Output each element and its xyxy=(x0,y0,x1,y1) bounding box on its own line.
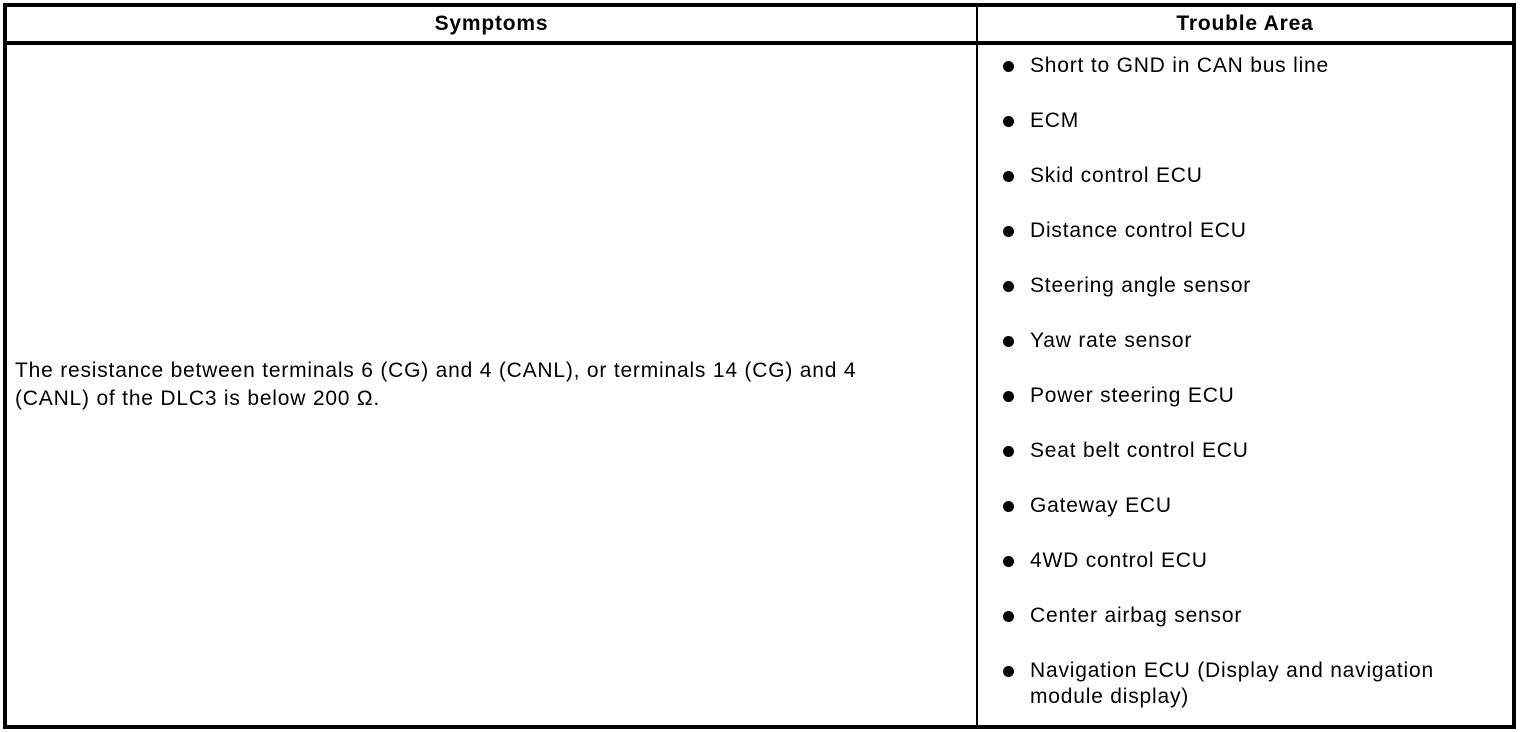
bullet-icon xyxy=(1003,666,1014,677)
bullet-icon xyxy=(1003,61,1014,72)
trouble-area-item: Distance control ECU xyxy=(978,218,1504,244)
trouble-area-item-text: ECM xyxy=(1030,109,1080,132)
symptom-description: The resistance between terminals 6 (CG) … xyxy=(15,359,857,410)
bullet-icon xyxy=(1003,611,1014,622)
trouble-area-item-text: Short to GND in CAN bus line xyxy=(1030,54,1330,77)
bullet-icon xyxy=(1003,556,1014,567)
trouble-area-header-label: Trouble Area xyxy=(1176,12,1314,35)
bullet-icon xyxy=(1003,391,1014,402)
trouble-area-item: Gateway ECU xyxy=(978,493,1504,519)
trouble-area-item-text: 4WD control ECU xyxy=(1030,549,1208,572)
trouble-area-cell: Short to GND in CAN bus line ECM Skid co… xyxy=(978,45,1512,725)
symptoms-trouble-area-table: Symptoms Trouble Area The resistance bet… xyxy=(3,3,1516,729)
symptoms-header-label: Symptoms xyxy=(434,12,549,35)
trouble-area-item: Center airbag sensor xyxy=(978,603,1504,629)
bullet-icon xyxy=(1003,281,1014,292)
bullet-icon xyxy=(1003,501,1014,512)
trouble-area-item: ECM xyxy=(978,108,1504,134)
symptoms-cell: The resistance between terminals 6 (CG) … xyxy=(7,45,978,725)
trouble-area-item-text: Center airbag sensor xyxy=(1030,604,1243,627)
bullet-icon xyxy=(1003,171,1014,182)
trouble-area-item-text: Steering angle sensor xyxy=(1030,274,1252,297)
trouble-area-item: 4WD control ECU xyxy=(978,548,1504,574)
trouble-area-item-text: Power steering ECU xyxy=(1030,384,1235,407)
trouble-area-item: Power steering ECU xyxy=(978,383,1504,409)
bullet-icon xyxy=(1003,336,1014,347)
trouble-area-item: Yaw rate sensor xyxy=(978,328,1504,354)
trouble-area-item-text: Yaw rate sensor xyxy=(1030,329,1193,352)
trouble-area-item-text: Navigation ECU (Display and navigation m… xyxy=(1030,659,1434,708)
trouble-area-item: Skid control ECU xyxy=(978,163,1504,189)
symptoms-column-header: Symptoms xyxy=(7,7,978,45)
trouble-area-item-text: Skid control ECU xyxy=(1030,164,1203,187)
bullet-icon xyxy=(1003,226,1014,237)
bullet-icon xyxy=(1003,446,1014,457)
bullet-icon xyxy=(1003,116,1014,127)
trouble-area-item-text: Seat belt control ECU xyxy=(1030,439,1249,462)
trouble-area-item-text: Gateway ECU xyxy=(1030,494,1172,517)
trouble-area-item: Short to GND in CAN bus line xyxy=(978,53,1504,79)
trouble-area-list: Short to GND in CAN bus line ECM Skid co… xyxy=(978,53,1504,710)
trouble-area-column-header: Trouble Area xyxy=(978,7,1512,45)
trouble-area-item-text: Distance control ECU xyxy=(1030,219,1247,242)
trouble-area-item: Navigation ECU (Display and navigation m… xyxy=(978,658,1504,710)
trouble-area-item: Seat belt control ECU xyxy=(978,438,1504,464)
trouble-area-item: Steering angle sensor xyxy=(978,273,1504,299)
